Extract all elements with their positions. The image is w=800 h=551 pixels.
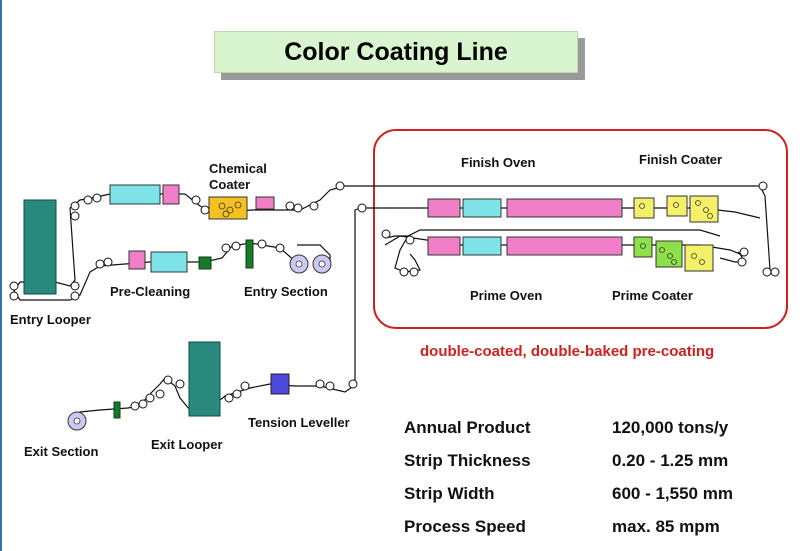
roller xyxy=(138,399,148,409)
roller xyxy=(221,243,231,253)
roller xyxy=(762,267,772,277)
label-entry-section: Entry Section xyxy=(244,284,328,299)
roller xyxy=(155,389,165,399)
left-edge-bar xyxy=(0,0,2,551)
prime-row-cyan xyxy=(462,236,502,256)
spec-value: max. 85 mpm xyxy=(612,517,720,536)
spec-value: 120,000 tons/y xyxy=(612,418,729,437)
roller xyxy=(348,379,358,389)
roller xyxy=(309,201,319,211)
roller xyxy=(405,235,415,245)
label-prime-oven: Prime Oven xyxy=(470,288,543,303)
roller xyxy=(240,381,250,391)
chemical-coater-rolls xyxy=(218,201,242,218)
roller xyxy=(9,291,19,301)
dryer-unit-magenta xyxy=(255,196,275,210)
roller xyxy=(92,193,102,203)
label-exit-looper: Exit Looper xyxy=(151,437,223,452)
roller xyxy=(257,239,267,249)
prime-row-magenta-small xyxy=(427,236,461,256)
exit-recoiler xyxy=(67,411,87,431)
spec-label: Strip Thickness xyxy=(404,451,531,470)
label-tension-leveller: Tension Leveller xyxy=(248,415,350,430)
roller xyxy=(70,281,80,291)
spec-label: Strip Width xyxy=(404,484,495,503)
roller xyxy=(315,379,325,389)
roller xyxy=(191,195,201,205)
roller xyxy=(200,205,210,215)
roller xyxy=(409,267,419,277)
label-exit-section: Exit Section xyxy=(24,444,99,459)
label-entry-looper: Entry Looper xyxy=(10,312,91,327)
cleaning-unit-cyan xyxy=(109,184,161,205)
label-chemical-coater-line1: Chemical xyxy=(209,161,267,176)
label-prime-coater: Prime Coater xyxy=(612,288,693,303)
roller xyxy=(130,401,140,411)
label-pre-cleaning: Pre-Cleaning xyxy=(110,284,191,299)
roller xyxy=(103,257,113,267)
roller xyxy=(70,201,80,211)
coating-note: double-coated, double-baked pre-coating xyxy=(420,343,715,360)
roller xyxy=(231,241,241,251)
finish-coater-2 xyxy=(666,195,688,217)
entry-uncoilers xyxy=(289,254,332,274)
roller xyxy=(737,257,747,267)
roller xyxy=(293,203,303,213)
prime-oven xyxy=(506,236,623,256)
finish-oven xyxy=(506,198,623,218)
pre-cleaning-magenta xyxy=(128,250,146,270)
spec-label: Process Speed xyxy=(404,517,526,536)
roller xyxy=(224,393,234,403)
label-finish-coater: Finish Coater xyxy=(639,152,723,167)
pre-cleaning-cyan xyxy=(150,251,188,273)
roller xyxy=(325,381,335,391)
entry-shear xyxy=(245,239,254,269)
roller xyxy=(275,243,285,253)
roller xyxy=(335,181,345,191)
roller xyxy=(70,291,80,301)
roller xyxy=(357,203,367,213)
roller xyxy=(381,229,391,239)
rollers xyxy=(9,181,780,411)
strip-path xyxy=(13,185,776,421)
spec-value: 600 - 1,550 mm xyxy=(612,484,733,503)
roller xyxy=(770,267,780,277)
roller xyxy=(70,211,80,221)
page-title: Color Coating Line xyxy=(214,31,578,73)
entry-looper xyxy=(23,199,57,295)
label-chemical-coater-line2: Coater xyxy=(209,177,251,192)
roller xyxy=(9,281,19,291)
coater-rolls xyxy=(639,200,713,265)
roller xyxy=(145,393,155,403)
exit-shear xyxy=(113,401,121,419)
spec-value: 0.20 - 1.25 mm xyxy=(612,451,729,470)
coating-area-frame xyxy=(373,129,788,329)
roller xyxy=(232,389,242,399)
finish-row-magenta-small xyxy=(427,198,461,218)
roller xyxy=(285,201,295,211)
label-finish-oven: Finish Oven xyxy=(461,155,536,170)
roller xyxy=(175,379,185,389)
tension-leveller xyxy=(270,373,290,395)
roller xyxy=(95,259,105,269)
roller xyxy=(399,267,409,277)
finish-row-cyan xyxy=(462,198,502,218)
roller xyxy=(163,375,173,385)
roller xyxy=(758,181,768,191)
cleaning-unit-magenta xyxy=(162,184,180,205)
spec-label: Annual Product xyxy=(404,418,531,437)
pre-cleaning-green xyxy=(198,256,212,270)
prime-coater-3 xyxy=(684,244,714,272)
roller xyxy=(739,247,749,257)
prime-coater-1 xyxy=(633,236,653,258)
roller xyxy=(83,195,93,205)
exit-looper xyxy=(188,341,221,417)
